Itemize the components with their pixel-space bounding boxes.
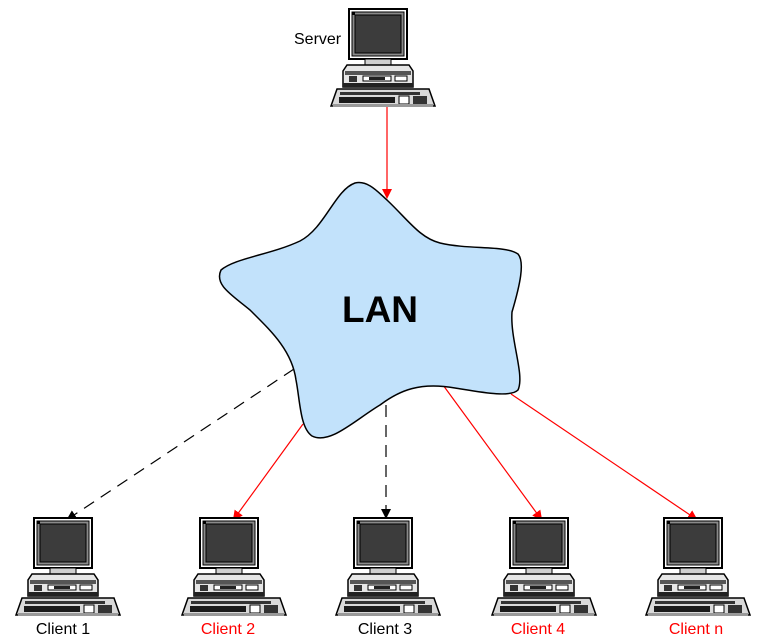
client-3-label: Client 3	[358, 621, 412, 638]
link-client-n	[510, 393, 698, 521]
client-1-label: Client 1	[36, 621, 90, 638]
link-client-4	[442, 384, 543, 521]
link-client-1	[66, 368, 295, 521]
server-computer-icon	[330, 8, 436, 108]
client-4-computer-icon	[491, 517, 597, 617]
lan-cloud	[218, 181, 523, 439]
client-3-computer-icon	[335, 517, 441, 617]
server-label: Server	[294, 31, 342, 48]
client-4-label: Client 4	[511, 621, 565, 638]
client-2-label: Client 2	[201, 621, 255, 638]
client-1-computer-icon	[15, 517, 121, 617]
client-n-label: Client n	[669, 621, 723, 638]
link-client-2	[232, 423, 304, 521]
lan-label: LAN	[342, 289, 418, 330]
client-2-computer-icon	[181, 517, 287, 617]
client-n-computer-icon	[645, 517, 751, 617]
